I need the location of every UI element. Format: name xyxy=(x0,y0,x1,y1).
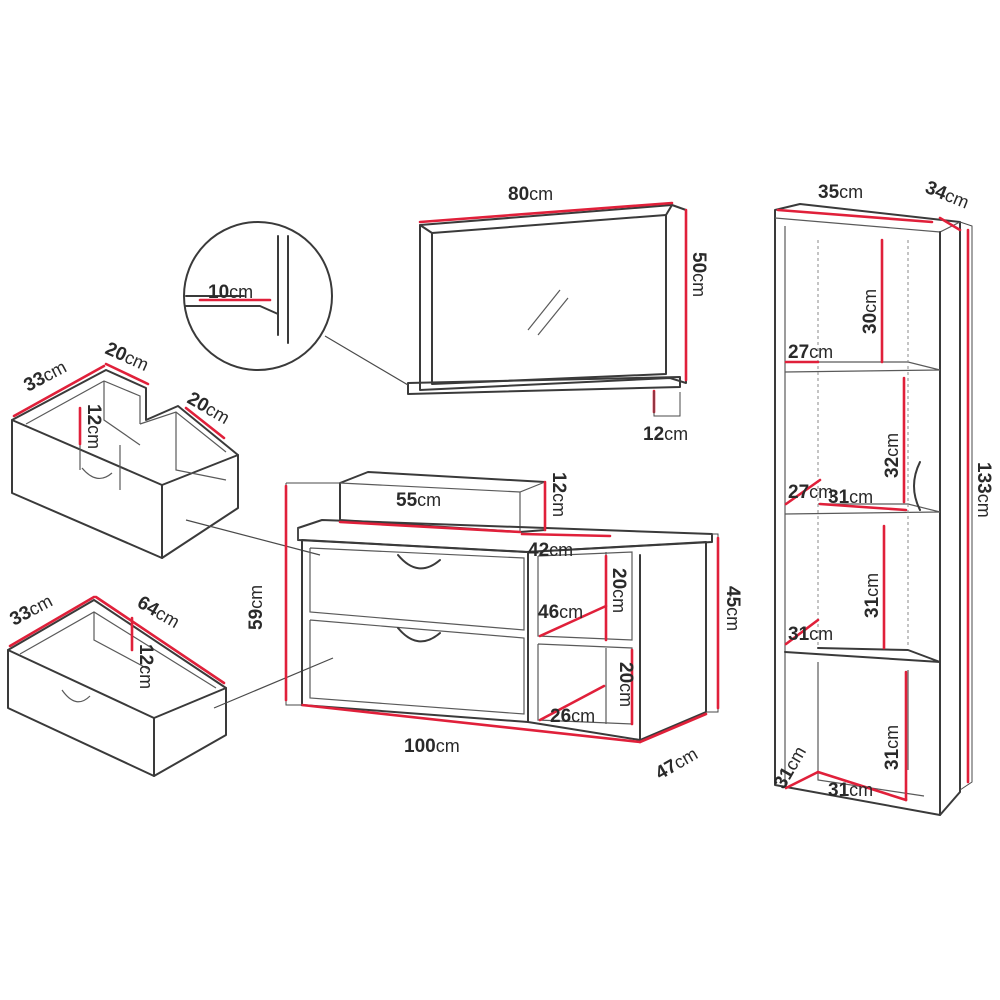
label-tall-shelf2-depth: 27cm xyxy=(788,482,833,503)
label-drawer1-height: 12cm xyxy=(83,404,104,449)
drawer-upper-drawing xyxy=(11,362,321,559)
label-cabinet-width: 100cm xyxy=(404,736,460,757)
tall-cabinet-drawing xyxy=(774,203,973,816)
label-cabinet-body-height: 45cm xyxy=(722,586,743,631)
label-tall-bottom-depth: 31cm xyxy=(770,743,811,793)
vanity-cabinet-drawing xyxy=(284,471,720,744)
label-tall-bottom-height: 31cm xyxy=(882,725,903,770)
label-detail-shelf: 10cm xyxy=(208,282,253,303)
label-tall-depth: 34cm xyxy=(922,177,972,213)
shelf-detail-circle xyxy=(183,221,409,386)
label-drawer2-height: 12cm xyxy=(135,644,156,689)
label-cabinet-depth: 47cm xyxy=(652,744,702,785)
label-niche-width: 26cm xyxy=(550,706,595,727)
label-tall-width: 35cm xyxy=(818,182,863,203)
label-niche-depth: 46cm xyxy=(538,602,583,623)
label-mirror-width: 80cm xyxy=(508,184,553,205)
label-cabinet-total-height: 59cm xyxy=(246,585,267,630)
label-tall-shelf2-height: 32cm xyxy=(882,433,903,478)
mirror-drawing xyxy=(407,201,688,417)
label-drawer1-depth: 33cm xyxy=(20,357,70,397)
label-niche-bottom-height: 20cm xyxy=(615,662,636,707)
label-basin-depth: 42cm xyxy=(528,540,573,561)
label-tall-shelf3-depth: 31cm xyxy=(788,624,833,645)
label-tall-shelf1-depth: 27cm xyxy=(788,342,833,363)
label-basin-width: 55cm xyxy=(396,490,441,511)
label-drawer1-side: 20cm xyxy=(184,388,234,429)
label-tall-bottom-width: 31cm xyxy=(828,780,873,801)
label-tall-shelf1-height: 30cm xyxy=(860,289,881,334)
label-tall-shelf3-height: 31cm xyxy=(862,573,883,618)
label-niche-top-height: 20cm xyxy=(608,568,629,613)
label-tall-shelf2-width: 31cm xyxy=(828,487,873,508)
dim-mirror-width xyxy=(418,201,674,224)
label-mirror-height: 50cm xyxy=(688,252,709,297)
label-basin-height: 12cm xyxy=(548,472,569,517)
label-tall-height: 133cm xyxy=(973,462,994,518)
drawer-lower-drawing xyxy=(7,595,334,777)
label-drawer1-inner: 20cm xyxy=(102,338,152,376)
dimension-labels: 80cm 50cm 12cm 10cm 33cm 20cm 12cm 20cm … xyxy=(6,177,994,801)
label-mirror-shelf: 12cm xyxy=(643,424,688,445)
